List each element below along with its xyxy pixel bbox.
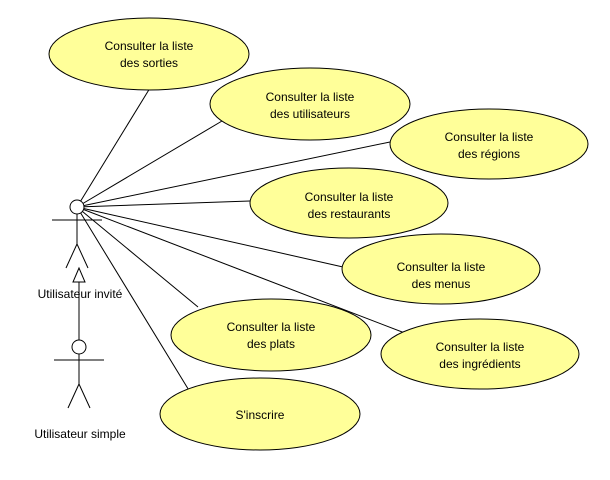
use-case-inscrire[interactable]: S'inscrire — [159, 377, 361, 451]
use-case-ingredients[interactable]: Consulter la liste des ingrédients — [380, 318, 580, 390]
use-case-sorties-line1: Consulter la liste — [105, 39, 194, 53]
use-case-restaurants-line1: Consulter la liste — [305, 190, 394, 204]
assoc-menus — [76, 206, 344, 268]
use-case-utilisateurs-line1: Consulter la liste — [266, 90, 355, 104]
use-case-regions[interactable]: Consulter la liste des régions — [389, 108, 589, 180]
actor-guest-head — [69, 199, 85, 215]
actor-guest-leg-right — [76, 243, 89, 269]
actor-simple-leg-right — [78, 383, 91, 409]
actor-simple-leg-left — [67, 383, 80, 409]
assoc-regions — [76, 141, 391, 208]
actor-guest-leg-left — [65, 243, 78, 269]
use-case-menus-line1: Consulter la liste — [397, 260, 486, 274]
use-case-utilisateurs-line2: des utilisateurs — [270, 107, 350, 121]
assoc-sorties — [76, 87, 151, 208]
use-case-inscrire-line1: S'inscrire — [236, 408, 285, 422]
use-case-plats-line1: Consulter la liste — [227, 320, 316, 334]
assoc-ingredients — [76, 206, 411, 336]
actor-simple-head — [71, 339, 87, 355]
generalization-triangle — [72, 266, 86, 283]
use-case-restaurants-line2: des restaurants — [308, 207, 391, 221]
actor-guest[interactable]: Utilisateur invité — [38, 199, 123, 301]
actor-guest-label: Utilisateur invité — [38, 287, 123, 301]
actor-simple[interactable]: Utilisateur simple — [34, 339, 126, 441]
assoc-plats — [76, 206, 199, 308]
generalization-arrow — [72, 266, 86, 340]
use-case-plats[interactable]: Consulter la liste des plats — [170, 298, 372, 372]
use-case-menus-line2: des menus — [412, 277, 471, 291]
assoc-utilisateurs — [76, 120, 223, 208]
assoc-inscrire — [76, 206, 191, 393]
use-case-regions-line1: Consulter la liste — [445, 130, 534, 144]
use-case-ingredients-line2: des ingrédients — [439, 357, 520, 371]
use-case-utilisateurs[interactable]: Consulter la liste des utilisateurs — [209, 67, 411, 141]
use-case-ingredients-line1: Consulter la liste — [436, 340, 525, 354]
use-case-sorties-line2: des sorties — [120, 56, 178, 70]
actor-simple-label: Utilisateur simple — [34, 427, 126, 441]
associations — [76, 87, 411, 393]
use-case-restaurants[interactable]: Consulter la liste des restaurants — [249, 167, 449, 239]
assoc-restaurants — [76, 200, 251, 208]
use-case-regions-line2: des régions — [458, 147, 520, 161]
use-case-menus[interactable]: Consulter la liste des menus — [341, 233, 541, 305]
use-case-plats-line2: des plats — [247, 337, 295, 351]
use-case-sorties[interactable]: Consulter la liste des sorties — [48, 17, 250, 91]
